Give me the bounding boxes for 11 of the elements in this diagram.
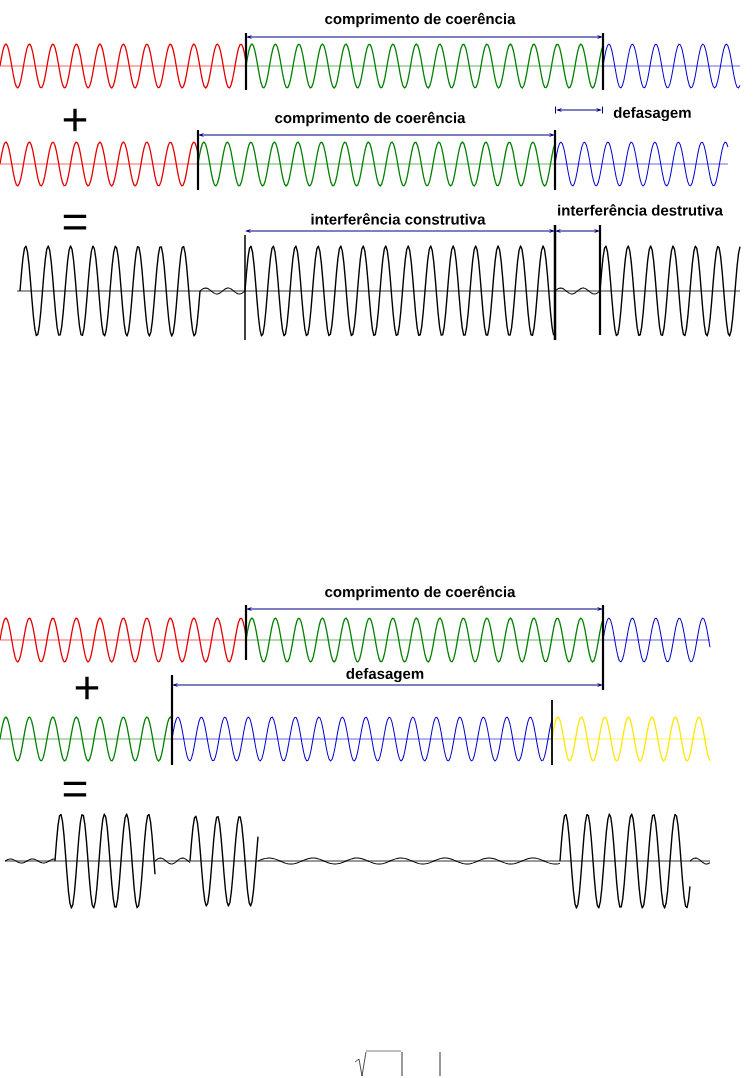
operator-sign: + [63,108,87,132]
operator-sign: = [63,214,87,230]
dimension-label: defasagem [346,668,424,683]
dimension-label: comprimento de coerência [275,111,466,127]
dimension-label: defasagem [613,107,691,122]
dimension-label: comprimento de coerência [325,585,516,601]
dimension-label: comprimento de coerência [325,12,516,28]
dimension-label: interferência destrutiva [558,204,723,216]
dimension-label: interferência construtiva [311,213,486,225]
operator-sign: + [75,676,99,700]
operator-sign: = [63,781,87,797]
